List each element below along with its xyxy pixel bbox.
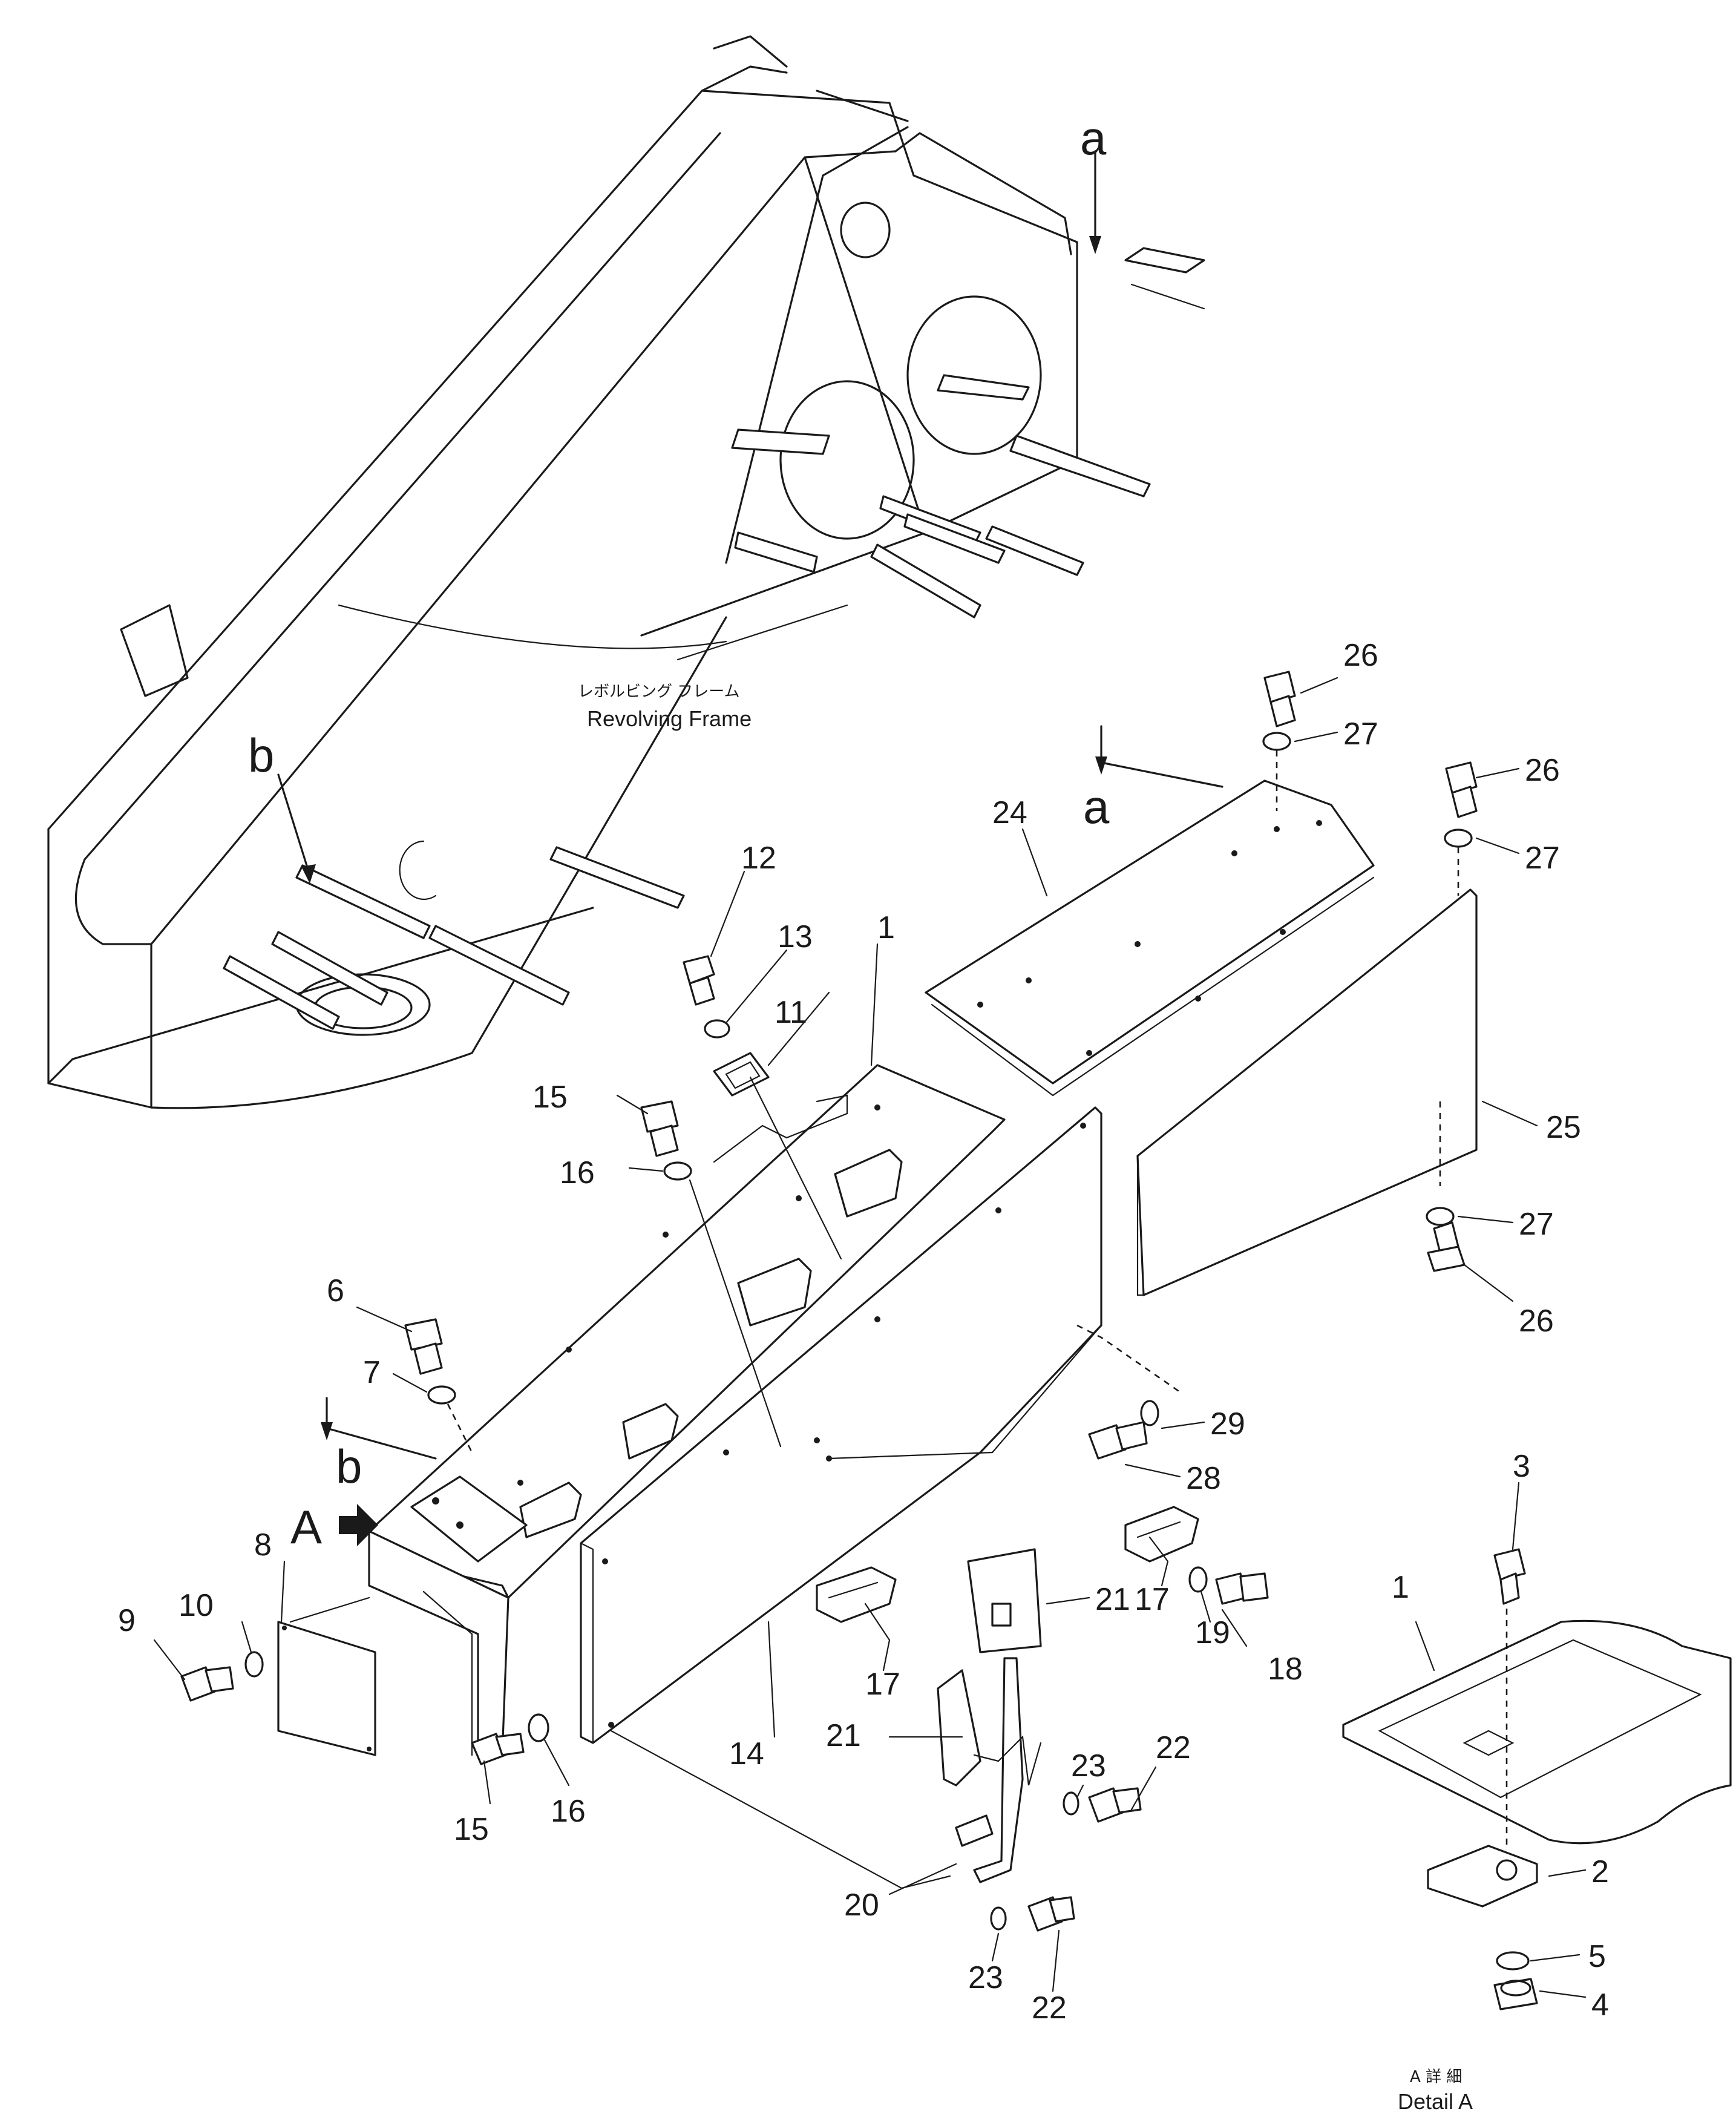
view-a-upper-letter: a <box>1080 111 1107 165</box>
part-23-washer-lower <box>990 1906 1007 1931</box>
part-6-bolt <box>404 1318 443 1375</box>
callout-18: 18 <box>1268 1652 1303 1687</box>
callout-15-upper: 15 <box>532 1080 568 1115</box>
revolving-frame <box>47 35 1205 1109</box>
part-26-bolt-a <box>1263 671 1296 727</box>
callout-26-a: 26 <box>1343 638 1378 673</box>
part-29-lock-washer <box>1140 1400 1159 1426</box>
detail-a-pointer-letter: A <box>290 1500 322 1554</box>
callout-3: 3 <box>1513 1449 1530 1484</box>
callout-12: 12 <box>741 841 776 876</box>
part-12-bolt <box>683 955 715 1006</box>
callout-27-c: 27 <box>1519 1207 1554 1242</box>
detail-a-label-jp: A 詳 細 <box>1410 2068 1462 2086</box>
part-27-washer-b <box>1444 829 1473 848</box>
callout-22-lower: 22 <box>1032 1990 1067 2026</box>
callout-23-lower: 23 <box>968 1960 1003 1995</box>
callout-14: 14 <box>729 1736 764 1771</box>
callout-16-lower: 16 <box>551 1794 586 1829</box>
callout-2: 2 <box>1591 1854 1609 1889</box>
view-a-lower-letter: a <box>1083 780 1110 833</box>
view-arrow-b-lower <box>321 1397 437 1460</box>
part-13-lock-washer <box>704 1019 730 1039</box>
part-23-washer-upper <box>1063 1791 1079 1816</box>
part-15-bolt-lower <box>471 1733 525 1765</box>
view-b-lower-letter: b <box>336 1440 362 1493</box>
callout-23-upper: 23 <box>1071 1748 1106 1783</box>
part-24-cover-plate <box>925 779 1375 1097</box>
view-b-upper-letter: b <box>248 729 274 782</box>
view-arrow-a-upper <box>1089 150 1101 254</box>
part-26-bolt-c <box>1427 1221 1466 1272</box>
view-arrow-a-lower <box>1095 725 1223 788</box>
part-19-lock-washer <box>1188 1566 1208 1593</box>
part-25-side-panel <box>1136 888 1478 1296</box>
part-20-mirror-stay <box>955 1657 1042 1883</box>
callout-8: 8 <box>254 1527 272 1563</box>
part-26-bolt-b <box>1445 761 1478 818</box>
callout-21-upper: 21 <box>1095 1582 1130 1617</box>
callout-9: 9 <box>118 1603 136 1638</box>
part-14-side-panel <box>580 1106 1181 1889</box>
part-11-grip <box>713 1052 770 1097</box>
callout-26-b: 26 <box>1525 753 1560 788</box>
callout-4: 4 <box>1591 1987 1609 2023</box>
callout-27-b: 27 <box>1525 841 1560 876</box>
callout-24: 24 <box>992 795 1027 830</box>
callout-28: 28 <box>1186 1461 1221 1496</box>
callout-29: 29 <box>1210 1406 1245 1442</box>
callout-17-left: 17 <box>865 1667 900 1702</box>
detail-a-label: Detail A <box>1398 2089 1473 2114</box>
detail-a-inset <box>1342 1548 1732 2010</box>
part-7-washer <box>427 1385 456 1405</box>
callout-25: 25 <box>1546 1110 1581 1145</box>
part-21-mirror-upper <box>967 1548 1042 1653</box>
callout-5: 5 <box>1588 1939 1606 1974</box>
callout-27-a: 27 <box>1343 717 1378 752</box>
callout-17-right: 17 <box>1135 1582 1170 1617</box>
view-arrow-b-upper <box>277 773 316 884</box>
callout-leaders <box>153 677 1587 1998</box>
part-21-mirror-lower <box>937 1669 981 1787</box>
part-15-bolt-upper <box>640 1100 679 1157</box>
detail-a-pointer-arrow <box>339 1504 378 1546</box>
callout-6: 6 <box>327 1273 344 1308</box>
part-8-cover-plate <box>277 1596 376 1756</box>
callout-15-lower: 15 <box>454 1812 489 1847</box>
alignment-line-15 <box>689 1179 782 1448</box>
callout-21-lower: 21 <box>826 1718 861 1753</box>
callout-7: 7 <box>363 1355 381 1390</box>
callout-16-upper: 16 <box>560 1155 595 1190</box>
callout-1-detail: 1 <box>1392 1570 1409 1605</box>
callout-19: 19 <box>1195 1615 1230 1650</box>
part-16-washer-upper <box>663 1161 692 1181</box>
part-17-handle-left <box>816 1566 897 1623</box>
callout-11: 11 <box>775 995 807 1030</box>
revolving-frame-label-jp: レボルビング フレーム <box>578 683 740 701</box>
part-22-bolt-upper <box>1088 1787 1142 1823</box>
callout-20: 20 <box>844 1888 879 1923</box>
part-17-handle-right <box>1124 1506 1199 1563</box>
callout-10: 10 <box>179 1588 214 1623</box>
callout-13: 13 <box>778 919 813 954</box>
callout-26-c: 26 <box>1519 1304 1554 1339</box>
part-16-washer-lower <box>528 1713 549 1742</box>
revolving-frame-label: Revolving Frame <box>587 706 752 731</box>
callout-22-upper: 22 <box>1156 1730 1191 1765</box>
part-9-bolt <box>180 1666 234 1702</box>
callout-1-main: 1 <box>877 910 895 945</box>
part-1-step-cover <box>368 1064 1006 1756</box>
part-27-washer-c <box>1426 1207 1455 1226</box>
part-18-bolt <box>1215 1572 1269 1605</box>
part-10-lock-washer <box>244 1651 264 1678</box>
alignment-line-6 <box>447 1403 473 1453</box>
part-27-washer-a <box>1262 732 1291 751</box>
part-28-bolt <box>1088 1421 1148 1460</box>
part-22-bolt-lower <box>1027 1896 1075 1932</box>
